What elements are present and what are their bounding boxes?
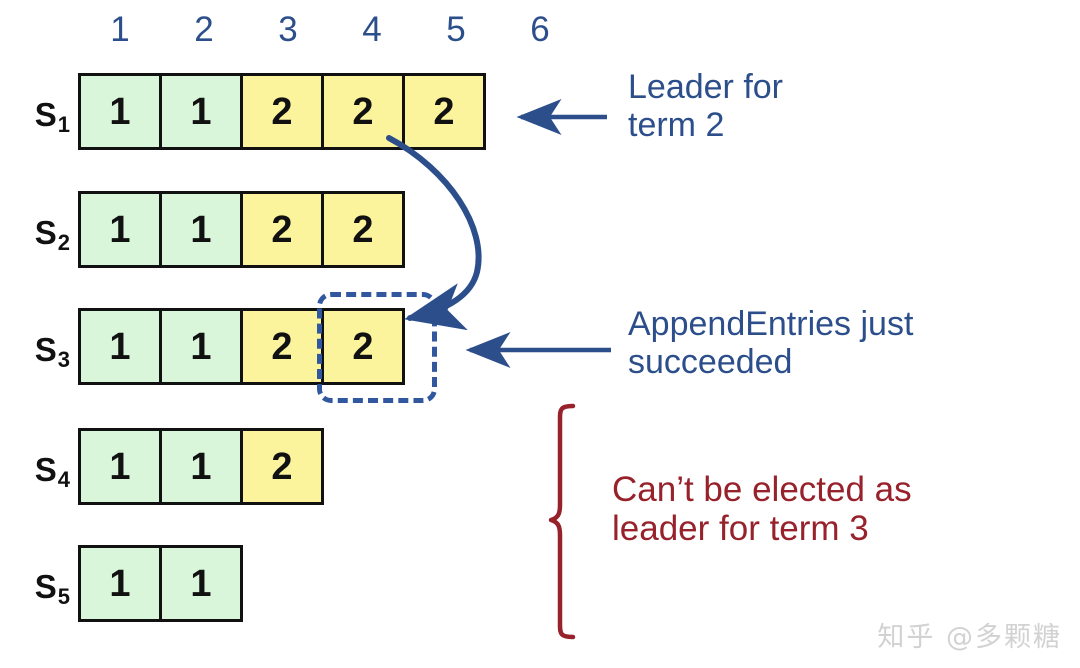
log-cell-s1-5: 2 (402, 73, 486, 150)
server-label-s5-letter: S (34, 568, 57, 605)
log-row-s2: 1 1 2 2 (78, 191, 405, 268)
server-label-s5: S5 (14, 570, 70, 608)
log-cell-s2-4: 2 (321, 191, 405, 268)
log-row-s1: 1 1 2 2 2 (78, 73, 486, 150)
column-header-1: 1 (110, 10, 130, 49)
log-cell-s2-3: 2 (240, 191, 324, 268)
server-label-s2-letter: S (34, 214, 57, 251)
log-cell-s1-2: 1 (159, 73, 243, 150)
log-row-s3: 1 1 2 2 (78, 308, 405, 385)
server-label-s1-letter: S (34, 96, 57, 133)
brace-s4-s5 (548, 403, 576, 640)
server-label-s3: S3 (14, 333, 70, 371)
column-header-5: 5 (446, 10, 466, 49)
server-label-s3-letter: S (34, 331, 57, 368)
log-cell-s2-1: 1 (78, 191, 162, 268)
log-row-s4: 1 1 2 (78, 428, 324, 505)
annotation-cant-be-elected: Can’t be elected as leader for term 3 (612, 470, 912, 549)
log-cell-s5-1: 1 (78, 545, 162, 622)
log-cell-s4-2: 1 (159, 428, 243, 505)
column-header-3: 3 (278, 10, 298, 49)
server-label-s4-letter: S (34, 451, 57, 488)
server-label-s5-index: 5 (57, 584, 70, 609)
server-label-s1-index: 1 (57, 112, 70, 137)
server-label-s4-index: 4 (57, 467, 70, 492)
log-cell-s1-4: 2 (321, 73, 405, 150)
server-label-s2-index: 2 (57, 230, 70, 255)
log-cell-s4-1: 1 (78, 428, 162, 505)
log-row-s5: 1 1 (78, 545, 243, 622)
replicated-entry-highlight (317, 292, 437, 403)
column-header-4: 4 (362, 10, 382, 49)
watermark: 知乎 @多颗糖 (877, 622, 1062, 653)
log-cell-s3-2: 1 (159, 308, 243, 385)
log-cell-s3-3: 2 (240, 308, 324, 385)
server-label-s1: S1 (14, 98, 70, 136)
server-label-s2: S2 (14, 216, 70, 254)
server-label-s4: S4 (14, 453, 70, 491)
log-cell-s1-1: 1 (78, 73, 162, 150)
log-cell-s2-2: 1 (159, 191, 243, 268)
column-header-6: 6 (530, 10, 550, 49)
annotation-appendentries-succeeded: AppendEntries just succeeded (628, 305, 914, 382)
column-header-2: 2 (194, 10, 214, 49)
log-cell-s1-3: 2 (240, 73, 324, 150)
log-cell-s4-3: 2 (240, 428, 324, 505)
log-cell-s5-2: 1 (159, 545, 243, 622)
annotation-leader-for-term-2: Leader for term 2 (628, 68, 783, 145)
log-cell-s3-1: 1 (78, 308, 162, 385)
server-label-s3-index: 3 (57, 347, 70, 372)
